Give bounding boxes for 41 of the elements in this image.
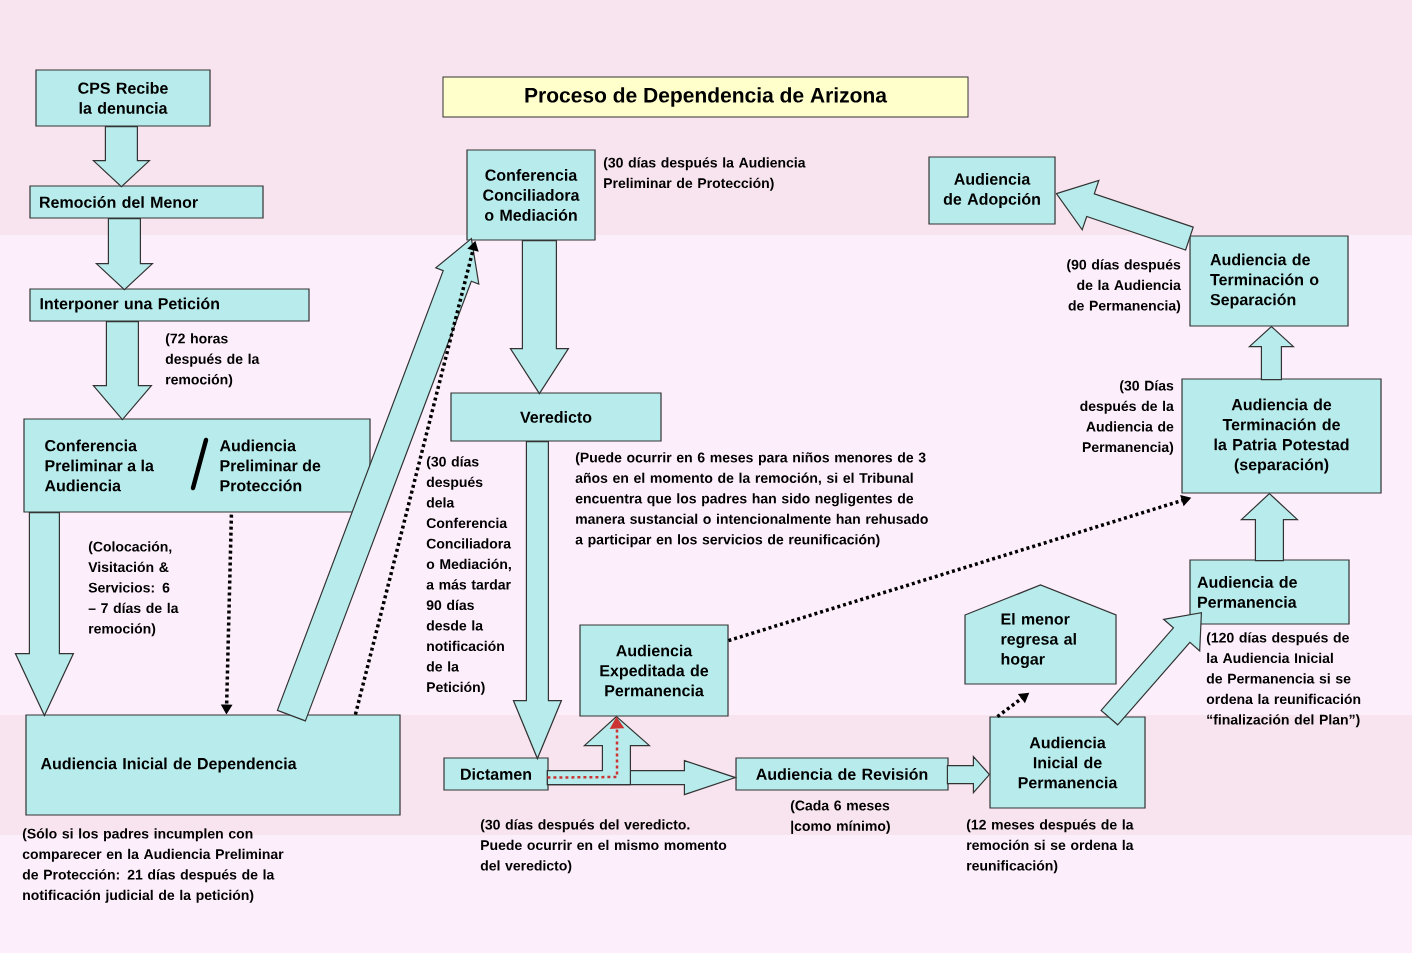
process-box: Audiencia de Revisión [735, 757, 949, 791]
block-arrow [546, 715, 651, 786]
process-box: Remoción del Menor [29, 185, 264, 219]
annotation: (Cada 6 meses |como mínimo) [790, 800, 890, 834]
process-box: Audiencia Expeditada de Permanencia [579, 624, 729, 717]
process-box: Conferencia Preliminar a la Audiencia Audiencia Preliminar de Protección [23, 418, 371, 513]
process-box: Dictamen [443, 757, 549, 791]
block-arrow [276, 237, 480, 722]
block-arrow [91, 126, 151, 188]
annotation: (12 meses después de la remoción si se ordena la reunificación) [966, 819, 1134, 874]
annotation: (90 días después de la Audiencia de Permanencia) [1067, 259, 1181, 314]
annotation: (Colocación, Visitación & Servicios: 6 – 7 días de la remoción) [88, 541, 179, 637]
block-arrow [94, 218, 154, 291]
block-arrow [1100, 611, 1203, 726]
process-box: CPS Recibe la denuncia [35, 69, 211, 127]
process-box: Interponer una Petición [29, 288, 310, 322]
process-box: Audiencia Inicial de Dependencia [25, 714, 401, 816]
process-box: Audiencia Inicial de Permanencia [989, 716, 1146, 809]
annotation: (72 horas después de la remoción) [165, 333, 260, 388]
process-box: Audiencia de Terminación de la Patria Potestad (separación) [1181, 378, 1382, 494]
block-arrow [14, 512, 75, 717]
annotation: (30 días después la Audiencia Preliminar de Protección) [603, 157, 806, 191]
block-arrow [946, 755, 991, 795]
process-box: Veredicto [450, 392, 662, 442]
block-arrow [1055, 179, 1194, 251]
block-arrow [509, 240, 570, 395]
process-box: Audiencia de Permanencia [1189, 559, 1350, 625]
annotation: (30 días después dela Conferencia Conciliadora o Mediación, a más tardar 90 días desde la notificación de la Petición) [426, 456, 512, 695]
block-arrow [512, 441, 563, 761]
block-arrow [92, 321, 153, 421]
process-box: Conferencia Conciliadora o Mediación [466, 149, 596, 241]
process-box: Audiencia de Terminación o Separación [1189, 235, 1349, 327]
title-box: Proceso de Dependencia de Arizona [442, 76, 969, 118]
block-arrow [1247, 325, 1295, 381]
annotation: (30 Días después de la Audiencia de Permanencia) [1080, 380, 1174, 455]
annotation: (Sólo si los padres incumplen con comparecer en la Audiencia Preliminar de Protección: 21 días después de la notificación judicial de la petición) [22, 828, 284, 903]
annotation: (120 días después de la Audiencia Inicial de Permanencia si se ordena la reunificación “finalización del Plan”) [1206, 632, 1361, 728]
annotation: (30 días después del veredicto. Puede ocurrir en el mismo momento del veredicto) [480, 819, 727, 874]
block-arrow [1239, 492, 1299, 562]
annotation: (Puede ocurrir en 6 meses para niños menores de 3 años en el momento de la remoción, si el Tribunal encuentra que los padres han sido negligentes de manera sustancial o intencionalmente han rehusado a participar en los servicios de reunificación) [575, 452, 928, 548]
process-box: Audiencia de Adopción [928, 156, 1056, 225]
